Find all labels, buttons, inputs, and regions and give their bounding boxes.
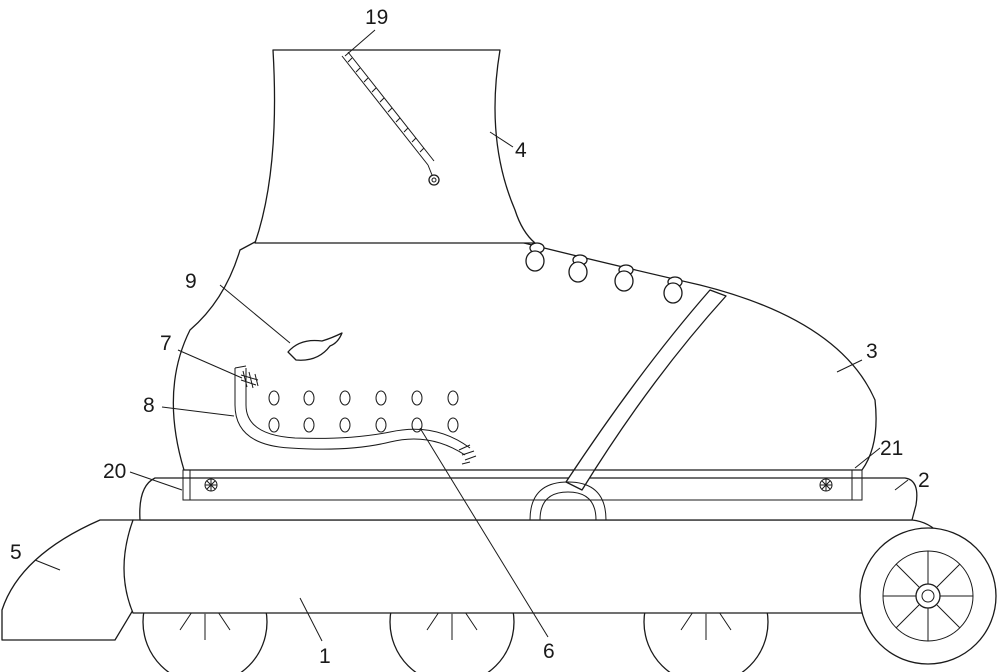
leader-lines (34, 29, 909, 642)
label-8: 8 (143, 394, 155, 417)
label-21: 21 (880, 437, 903, 460)
label-6: 6 (543, 640, 555, 663)
label-3: 3 (866, 340, 878, 363)
ankle-cuff (254, 49, 536, 244)
lace-hooks (525, 242, 683, 304)
label-5: 5 (10, 541, 22, 564)
boot-body (172, 241, 877, 471)
zipper (341, 51, 440, 186)
label-1: 1 (319, 645, 331, 668)
leaf-vent (287, 332, 343, 361)
rivet-right-icon (819, 478, 833, 492)
strap (565, 289, 727, 491)
label-4: 4 (515, 139, 527, 162)
label-7: 7 (160, 332, 172, 355)
heel-block (1, 519, 134, 641)
air-tube (234, 365, 477, 465)
strap-ring (529, 481, 607, 521)
side-rail (182, 469, 863, 501)
label-20: 20 (103, 460, 126, 483)
label-9: 9 (185, 270, 197, 293)
vent-holes (268, 390, 459, 433)
lower-frame (123, 519, 941, 614)
front-wheel (859, 527, 997, 665)
valve-icon (240, 370, 259, 389)
label-2: 2 (918, 469, 930, 492)
rivet-left-icon (204, 478, 218, 492)
label-19: 19 (365, 6, 388, 29)
base-plate (139, 477, 918, 521)
